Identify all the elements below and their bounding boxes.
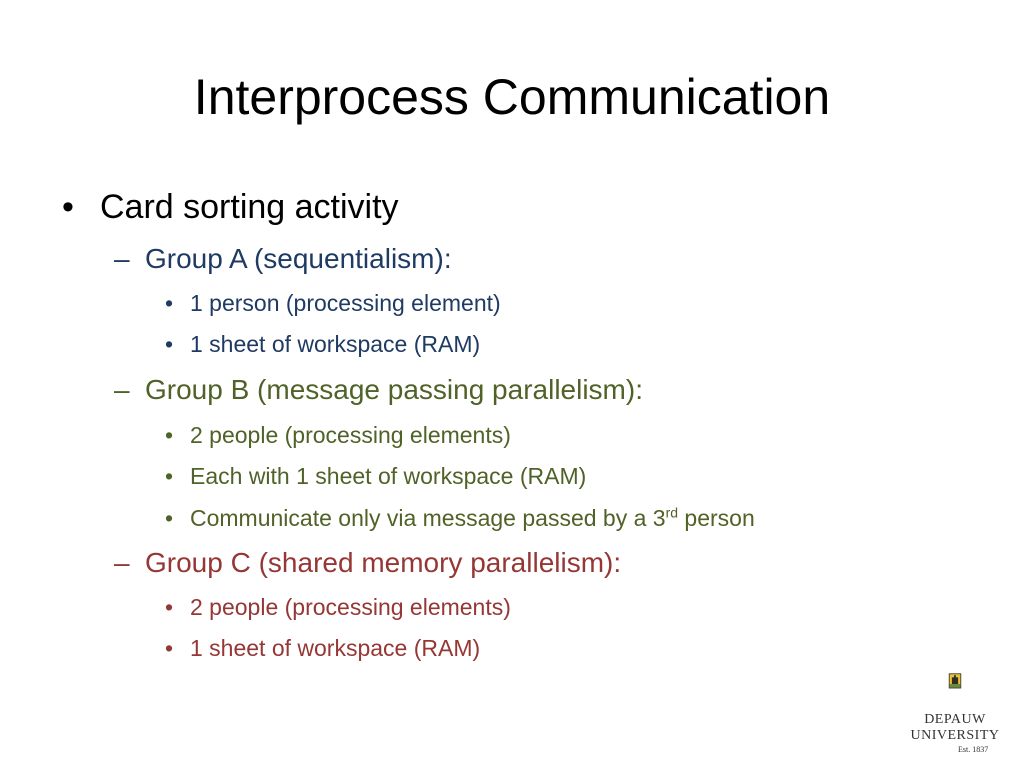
group-b-item-text: Communicate only via message passed by a…	[190, 505, 666, 531]
logo-line-2: UNIVERSITY	[910, 728, 1000, 743]
dash-marker: –	[114, 547, 130, 578]
dash-marker: –	[114, 374, 130, 405]
group-a-item: 1 sheet of workspace (RAM)	[190, 331, 481, 357]
group-b-item: Each with 1 sheet of workspace (RAM)	[190, 463, 587, 489]
sub-bullet-marker: •	[165, 331, 174, 357]
bullet-marker: •	[62, 188, 74, 226]
group-b-item-text-end: person	[678, 505, 755, 531]
group-c-item: 1 sheet of workspace (RAM)	[190, 635, 481, 661]
group-b-item: 2 people (processing elements)	[190, 422, 511, 448]
sub-bullet-marker: •	[165, 463, 174, 489]
group-c-heading: Group C (shared memory parallelism):	[145, 547, 622, 578]
group-a-item: 1 person (processing element)	[190, 290, 501, 316]
logo-line-1: DEPAUW	[924, 712, 986, 727]
group-c-item: 2 people (processing elements)	[190, 594, 511, 620]
group-b-heading: Group B (message passing parallelism):	[145, 374, 643, 405]
sub-bullet-marker: •	[165, 635, 174, 661]
ordinal-suffix: rd	[665, 504, 679, 521]
bullet-card-sorting: Card sorting activity	[100, 188, 399, 226]
sub-bullet-marker: •	[165, 422, 174, 448]
university-building-icon	[948, 673, 962, 689]
sub-bullet-marker: •	[165, 505, 174, 531]
group-b-item: Communicate only via message passed by a…	[190, 503, 755, 533]
slide-title: Interprocess Communication	[193, 69, 831, 125]
dash-marker: –	[114, 243, 130, 274]
group-a-heading: Group A (sequentialism):	[145, 243, 452, 274]
sub-bullet-marker: •	[165, 290, 174, 316]
sub-bullet-marker: •	[165, 594, 174, 620]
logo-line-3: Est. 1837	[958, 745, 989, 754]
